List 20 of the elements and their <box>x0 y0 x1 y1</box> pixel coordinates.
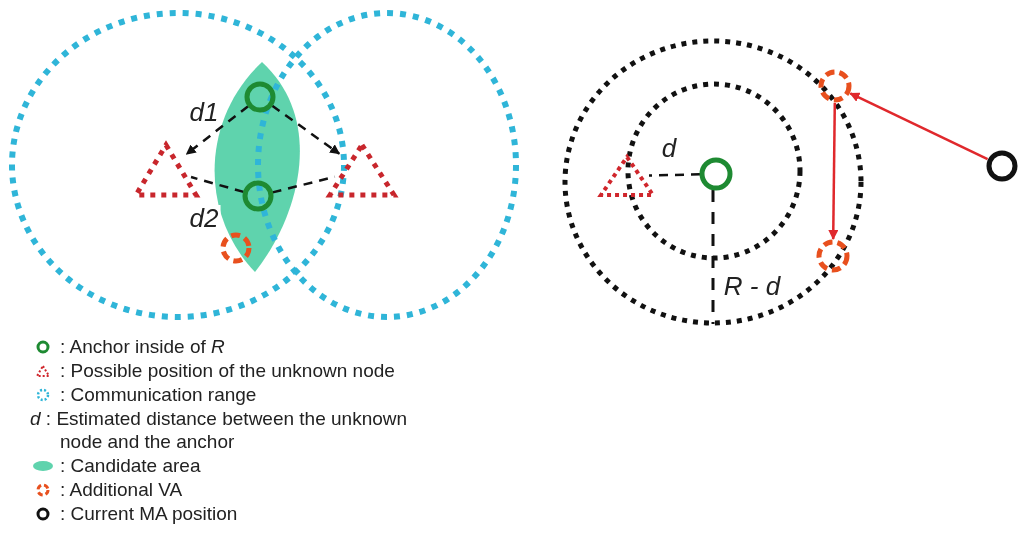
legend-text: : Additional VA <box>60 478 184 501</box>
arrow <box>849 92 989 161</box>
circle-node <box>814 237 852 275</box>
legend-text: : Possible position of the unknown node <box>60 359 396 382</box>
legend-text: : Anchor inside of R <box>60 335 226 358</box>
legend-text: : Communication range <box>60 383 258 406</box>
legend-text: : Current MA position <box>60 502 239 525</box>
distance-line <box>190 175 244 194</box>
legend-text: : Candidate area <box>60 454 202 477</box>
circle-node <box>816 67 854 105</box>
distance-line <box>185 105 249 156</box>
circle-node <box>240 178 276 214</box>
circle-node <box>242 79 278 115</box>
circle-node <box>697 155 735 193</box>
distance-line <box>648 173 701 177</box>
arrow <box>828 103 839 240</box>
circle-node <box>218 230 254 266</box>
circle-node <box>984 148 1019 184</box>
distance-line <box>271 104 341 155</box>
legend-text: d : Estimated distance between the unknown node and the anchor <box>29 407 409 453</box>
